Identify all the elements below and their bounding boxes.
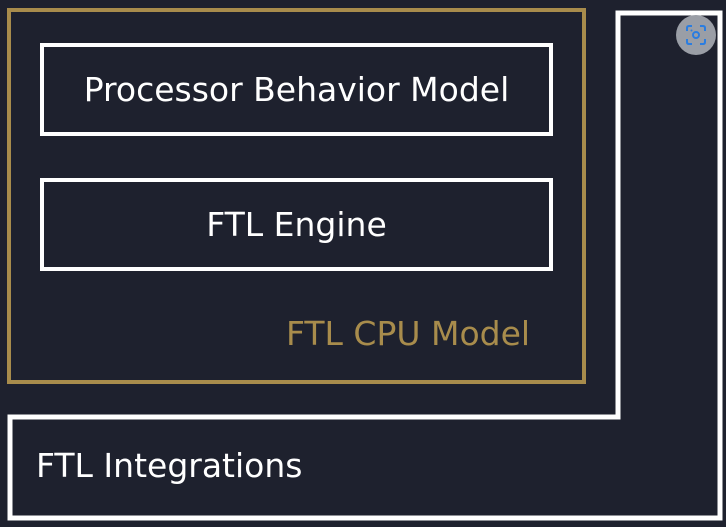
processor-behavior-model-label: Processor Behavior Model — [83, 70, 510, 109]
processor-behavior-model-box: Processor Behavior Model — [40, 43, 553, 136]
ftl-engine-box: FTL Engine — [40, 178, 553, 271]
cpu-model-outline — [7, 8, 586, 384]
cpu-model-label: FTL CPU Model — [286, 314, 531, 353]
integrations-label: FTL Integrations — [36, 446, 303, 485]
ftl-engine-label: FTL Engine — [206, 205, 387, 244]
visual-search-button[interactable] — [676, 15, 716, 55]
visual-search-icon — [686, 25, 706, 45]
